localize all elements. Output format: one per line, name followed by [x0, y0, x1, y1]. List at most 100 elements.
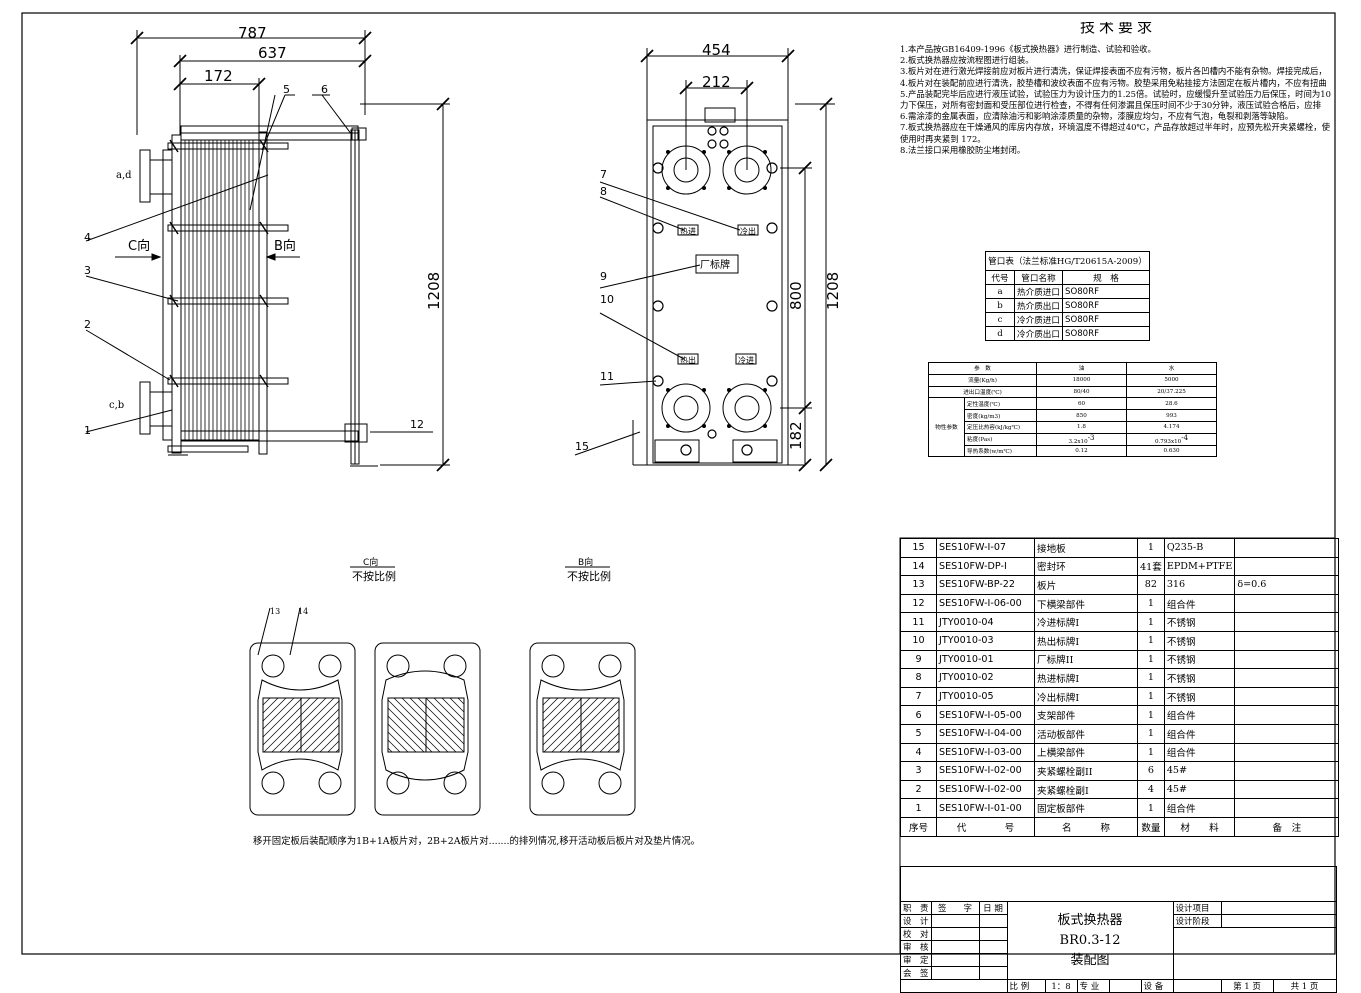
table-row: 进出口温度(℃) 80/40 20/37.225 — [928, 385, 1217, 399]
param-oil: 0.12 — [1036, 444, 1127, 458]
bom-qty: 1 — [1137, 668, 1165, 688]
drawing-model: BR0.3-12 — [1059, 932, 1121, 948]
callout-13: 13 — [270, 607, 280, 616]
param-water: 20/37.225 — [1126, 385, 1217, 399]
param-water: 28.6 — [1126, 397, 1217, 411]
tech-requirements-title: 技术要求 — [1079, 22, 1156, 36]
param-water: 0.793x10 — [1154, 438, 1182, 445]
bom-remark — [1234, 630, 1340, 651]
plate-cold-out: 冷出 — [740, 226, 756, 236]
port-name: 热介质进口 — [1014, 284, 1063, 299]
bom-material: 组合件 — [1163, 798, 1236, 818]
bom-qty: 1 — [1137, 538, 1165, 558]
port-label-ad: a,d — [116, 170, 132, 181]
param-label: 粘度(Pas) — [964, 432, 1037, 446]
port-name: 热介质出口 — [1014, 298, 1063, 313]
sign-cell — [930, 940, 980, 954]
param-label: 密度(kg/m3) — [964, 409, 1037, 422]
tech-line: 5.产品装配完毕后应进行液压试验，试验压力为设计压力的1.25倍。试验时，应缓慢… — [900, 88, 1331, 99]
tech-line: 使用时再夹紧到 172。 — [900, 133, 986, 144]
role-cell: 校 对 — [900, 927, 932, 941]
port-table-header: 代号 — [985, 270, 1015, 285]
dim-plate-pack: 172 — [204, 67, 233, 85]
port-spec: SO80RF — [1062, 298, 1150, 313]
design-project-value — [1220, 901, 1337, 915]
bom-header-row: 序号代 号名 称数量材 料备 注 — [900, 816, 1340, 837]
param-oil: 80/40 — [1036, 385, 1127, 399]
sign-cell — [930, 914, 980, 928]
table-row: 粘度(Pas) 3.2x10-3 0.793x10-4 — [929, 432, 1217, 446]
bom-header: 数量 — [1137, 816, 1165, 837]
bom-name: 夹紧螺栓副I — [1034, 779, 1138, 800]
date-cell — [978, 940, 1008, 954]
tech-line: 力下保压，对所有密封面和受压部位进行检查，不得有任何渗漏且保压时间不少于30分钟… — [900, 100, 1322, 111]
bom-index: 6 — [900, 705, 937, 725]
bom-qty: 1 — [1137, 630, 1165, 651]
bom-name: 厂标牌II — [1034, 649, 1138, 670]
table-row: c 冷介质进口 SO80RF — [985, 312, 1150, 327]
role-cell: 设 计 — [900, 914, 932, 928]
dim-port-height: 800 — [787, 281, 805, 310]
bom-index: 11 — [900, 612, 937, 632]
bom-name: 活动板部件 — [1034, 723, 1138, 744]
equipment-label: 设 备 — [1140, 979, 1174, 993]
bom-code: SES10FW-BP-22 — [936, 575, 1035, 595]
bom-header: 序号 — [900, 816, 937, 837]
sign-cell — [930, 953, 980, 967]
tech-line: 3.板片对在进行激光焊接前应对板片进行清洗，保证焊接表面不应有污物，板片各凹槽内… — [900, 66, 1327, 77]
callout-5: 5 — [283, 83, 290, 96]
callout-8: 8 — [600, 185, 607, 198]
dim-height-side: 1208 — [824, 272, 842, 310]
bom-qty: 1 — [1137, 593, 1165, 614]
bom-code: SES10FW-I-04-00 — [936, 723, 1035, 744]
bom-qty: 6 — [1137, 761, 1165, 781]
param-water: 0.630 — [1126, 444, 1217, 458]
bom-material: 组合件 — [1163, 705, 1236, 725]
bom-qty: 1 — [1137, 705, 1165, 725]
bom-remark — [1234, 686, 1340, 707]
param-header: 油 — [1036, 362, 1127, 375]
bom-material: 组合件 — [1163, 742, 1236, 763]
param-oil: 850 — [1036, 409, 1127, 422]
param-label: 定性温度(℃) — [964, 397, 1037, 411]
plate-hot-in: 热进 — [680, 226, 696, 236]
table-row: 流量(Kg/h) 18000 5000 — [928, 373, 1217, 387]
param-water: 4.174 — [1126, 420, 1217, 434]
bom-remark: δ=0.6 — [1234, 575, 1340, 595]
bom-name: 固定板部件 — [1034, 798, 1138, 818]
bom-header: 代 号 — [936, 816, 1035, 837]
detail-views-text: C向 不按比例 B向 不按比例 13 14 移开固定板后装配顺序为1B+1A板片… — [253, 556, 700, 847]
bom-index: 10 — [900, 630, 937, 651]
tech-requirements-lines: 1.本产品按GB16409-1996《板式换热器》进行制造、试验和验收。 2.板… — [900, 44, 1331, 156]
bom-name: 下横梁部件 — [1034, 593, 1138, 614]
bom-material: 不锈钢 — [1163, 612, 1236, 632]
bom-qty: 1 — [1137, 742, 1165, 763]
plate-hot-out: 热出 — [680, 355, 696, 365]
port-code: c — [985, 312, 1015, 327]
port-table-header: 规 格 — [1062, 270, 1150, 285]
callout-4: 4 — [84, 231, 91, 244]
table-row: 定压比热容(kJ/kg℃) 1.8 4.174 — [929, 420, 1217, 434]
dim-port-spacing: 212 — [702, 73, 731, 91]
bom-index: 13 — [900, 575, 937, 595]
bom-remark — [1234, 705, 1340, 725]
equipment-value — [1172, 979, 1222, 993]
bom-remark — [1234, 798, 1340, 818]
date-cell — [978, 953, 1008, 967]
side-view-text: 454 212 800 1208 182 热进 冷出 厂标牌 热出 冷进 7 8… — [575, 41, 842, 453]
callout-11: 11 — [600, 370, 614, 383]
bom-remark — [1234, 779, 1340, 800]
table-row: 导热系数(w/m℃) 0.12 0.630 — [929, 444, 1217, 458]
bom-name: 热出标牌I — [1034, 630, 1138, 651]
drawing-sheet: 787 637 172 1208 a,d c,b C向 B向 1 2 3 4 5… — [21, 12, 1336, 955]
param-oil: 60 — [1036, 397, 1127, 411]
bom-index: 12 — [900, 593, 937, 614]
param-header: 水 — [1126, 362, 1217, 375]
bom-header: 名 称 — [1034, 816, 1138, 837]
